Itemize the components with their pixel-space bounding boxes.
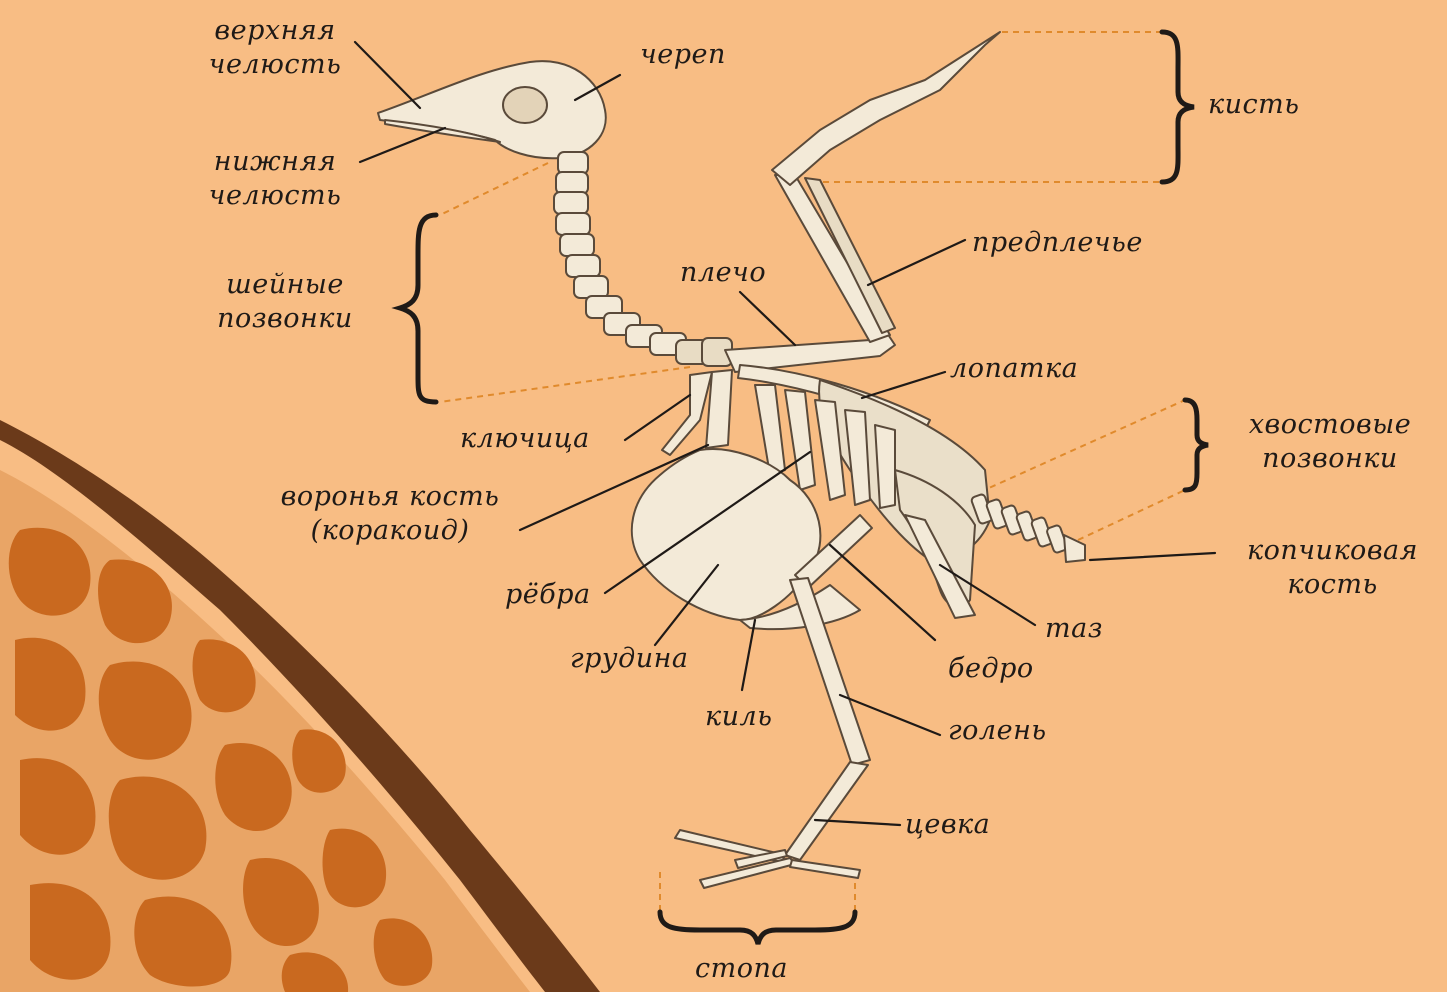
label-foot: стопа: [695, 952, 788, 986]
label-upper-jaw: верхняя челюсть: [190, 14, 360, 82]
label-tail-vertebrae-line2: позвонки: [1215, 442, 1445, 476]
label-pygostyle: копчиковая кость: [1220, 534, 1445, 602]
label-pelvis: таз: [1045, 612, 1103, 646]
label-neck-vertebrae-line1: шейные: [195, 268, 375, 302]
foot-brace: [660, 912, 855, 944]
bird-skeleton: [378, 32, 1085, 888]
label-coracoid: воронья кость (коракоид): [250, 480, 530, 548]
label-skull: череп: [640, 38, 726, 72]
label-coracoid-line2: (коракоид): [250, 514, 530, 548]
hand-brace: [1162, 32, 1194, 182]
label-upper-jaw-line1: верхняя: [190, 14, 360, 48]
label-neck-vertebrae-line2: позвонки: [195, 302, 375, 336]
tail-brace: [1185, 400, 1208, 490]
label-pygostyle-line2: кость: [1220, 568, 1445, 602]
skull: [378, 61, 606, 158]
tail-bones: [971, 493, 1085, 562]
clavicle-bone: [662, 372, 712, 455]
tarsus-bone: [785, 762, 868, 860]
label-hand: кисть: [1208, 88, 1299, 122]
label-scapula: лопатка: [950, 352, 1078, 386]
label-coracoid-line1: воронья кость: [250, 480, 530, 514]
label-tail-vertebrae-line1: хвостовые: [1215, 408, 1445, 442]
label-tarsus: цевка: [905, 808, 990, 842]
label-clavicle: ключица: [460, 422, 590, 456]
label-shoulder: плечо: [680, 256, 766, 290]
neck-brace: [400, 215, 436, 402]
forearm-bones: [775, 175, 890, 342]
label-upper-jaw-line2: челюсть: [190, 48, 360, 82]
toe-bones: [675, 830, 860, 888]
label-ribs: рёбра: [505, 578, 591, 612]
label-tail-vertebrae: хвостовые позвонки: [1215, 408, 1445, 476]
label-forearm: предплечье: [972, 226, 1143, 260]
label-lower-jaw-line2: челюсть: [190, 179, 360, 213]
label-neck-vertebrae: шейные позвонки: [195, 268, 375, 336]
label-sternum: грудина: [570, 642, 688, 676]
label-lower-jaw: нижняя челюсть: [190, 145, 360, 213]
label-lower-jaw-line1: нижняя: [190, 145, 360, 179]
label-keel: киль: [705, 700, 772, 734]
hand-bones: [772, 32, 1000, 185]
sternum-bone: [632, 449, 821, 620]
label-femur: бедро: [948, 652, 1034, 686]
label-pygostyle-line1: копчиковая: [1220, 534, 1445, 568]
label-shin: голень: [948, 714, 1047, 748]
